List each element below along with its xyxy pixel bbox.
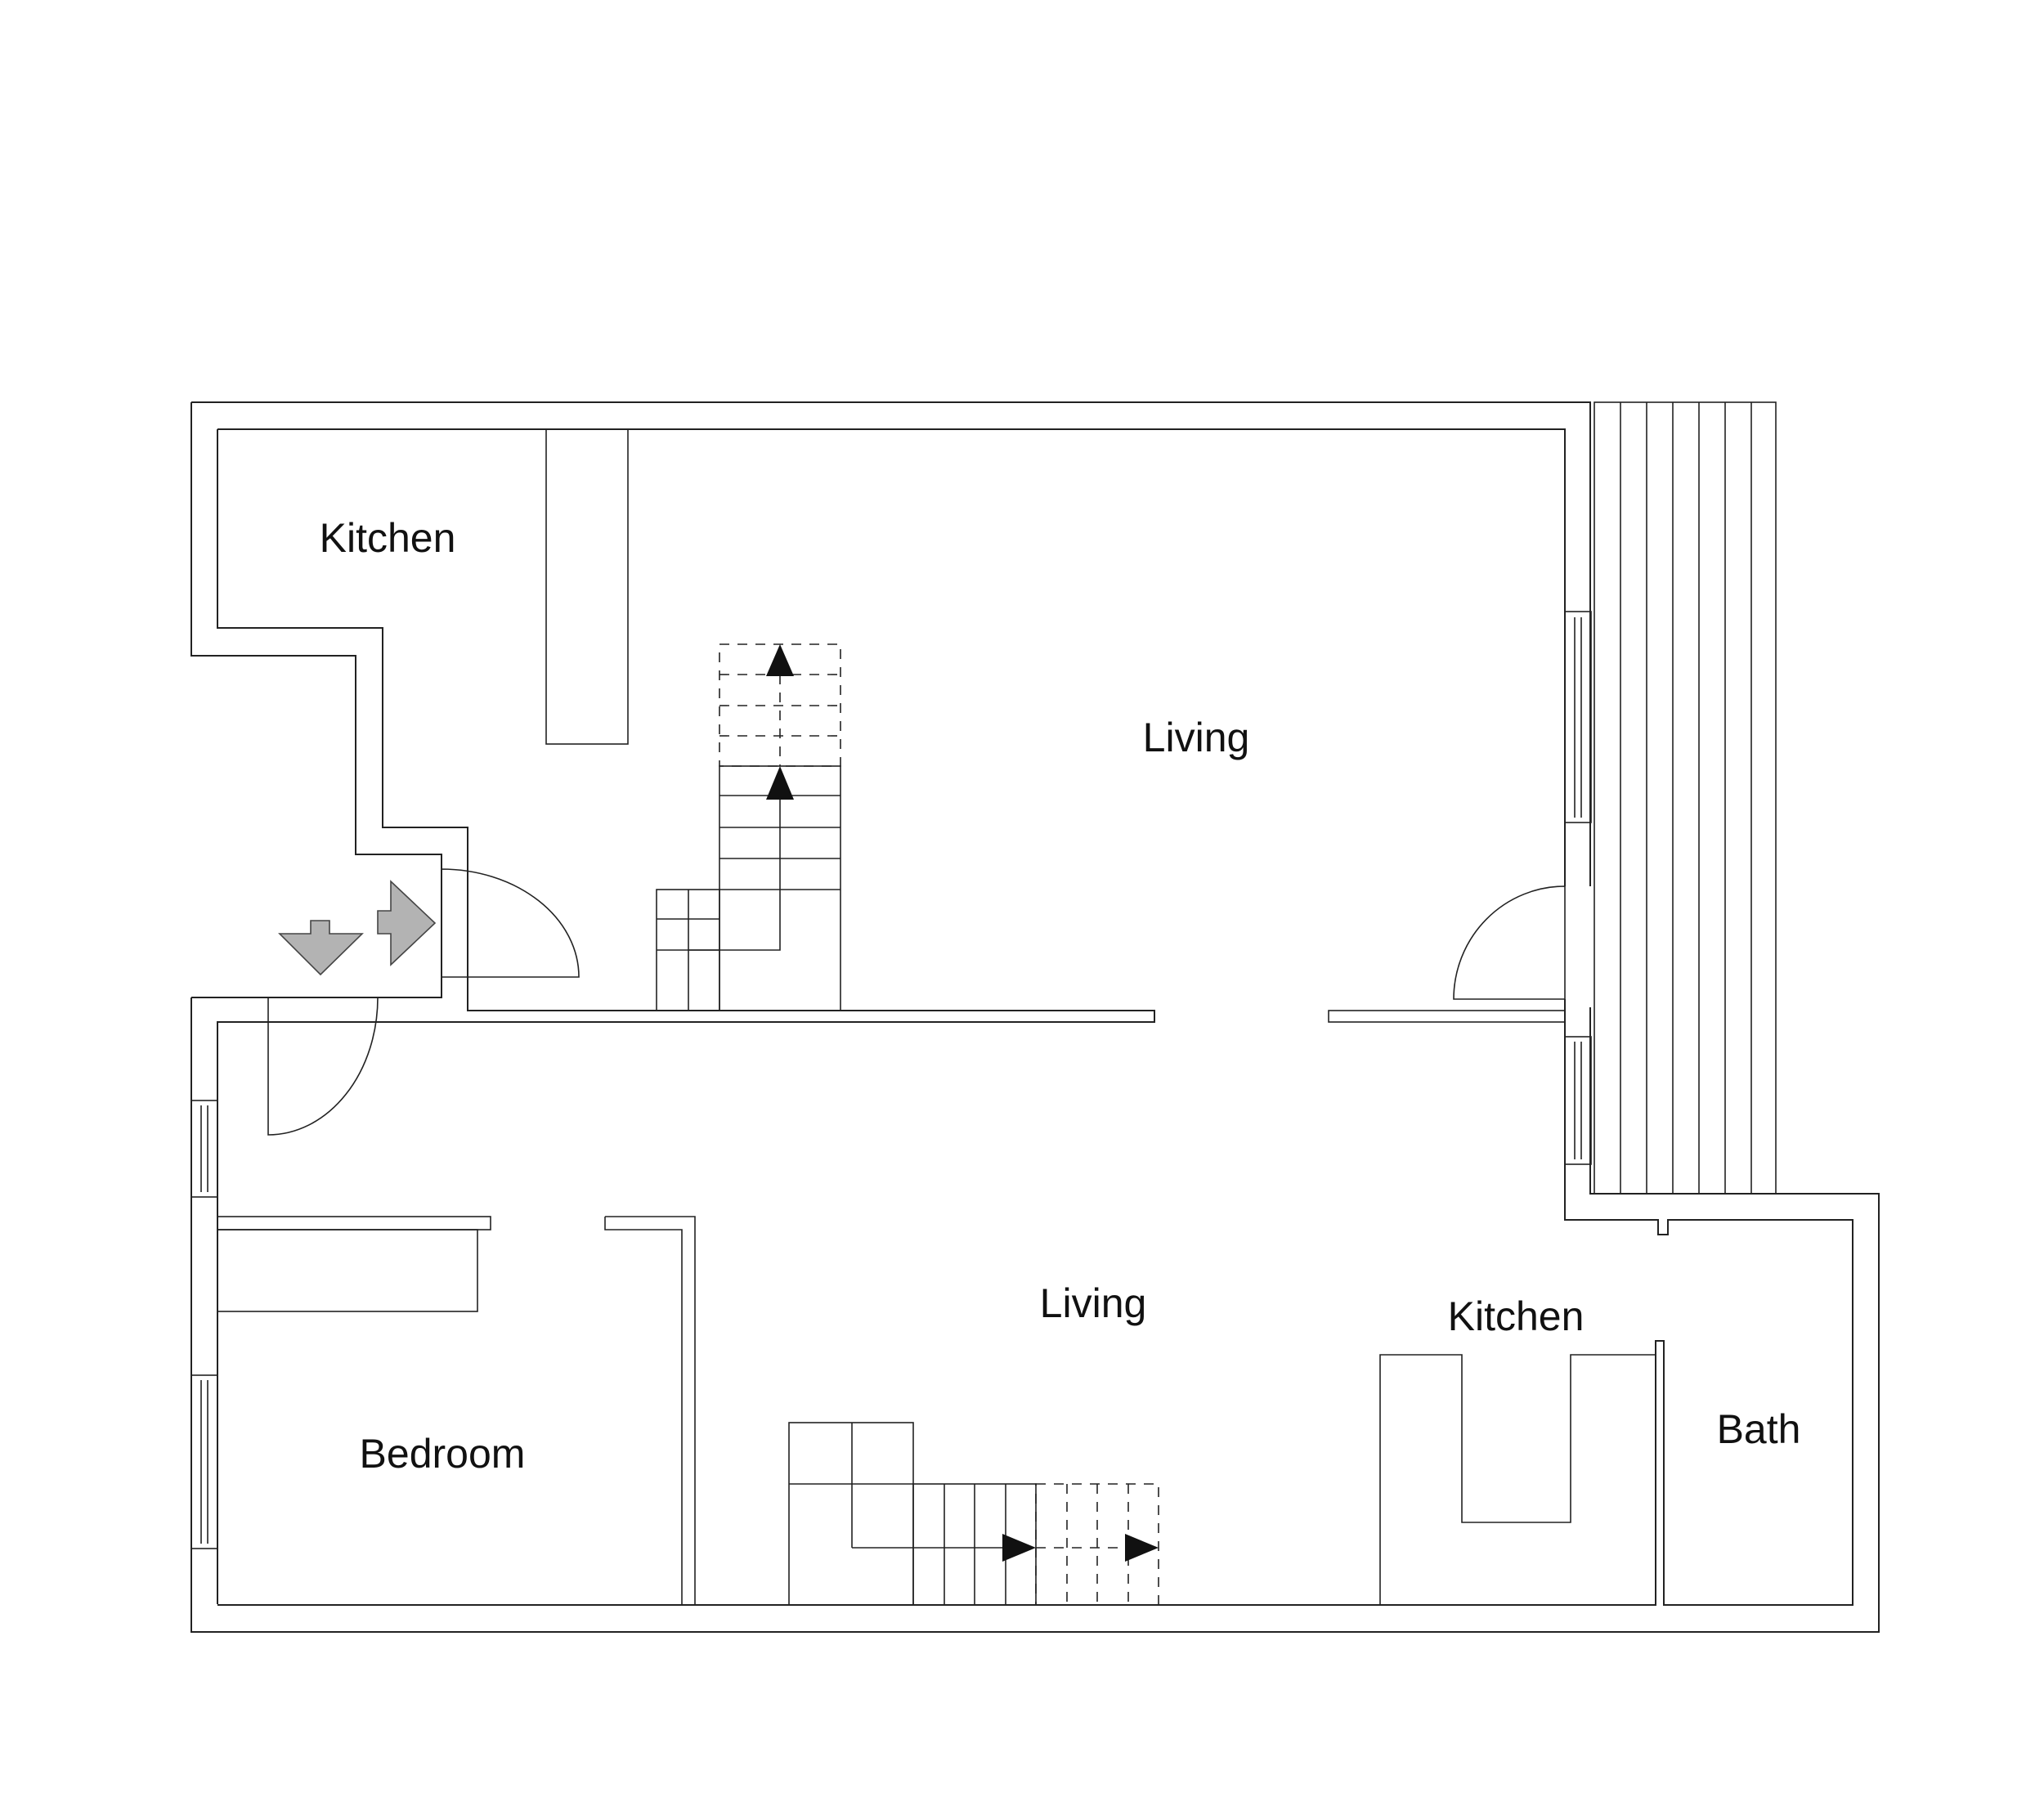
- stair-direction-arrow-icon: [1002, 1534, 1036, 1562]
- windows: [191, 611, 1592, 1549]
- entry-arrow-right-icon: [377, 880, 437, 966]
- kitchen-counter-upper: [545, 428, 629, 745]
- upper-exterior-left-outer: [191, 402, 442, 998]
- deck-outline: [1594, 401, 1777, 1195]
- kitchen-counter-lower: [1379, 1354, 1656, 1605]
- window-west-lower: [191, 1374, 218, 1549]
- deck-planks: [1594, 401, 1777, 1195]
- stair-direction-arrow-icon: [766, 766, 794, 800]
- wardrobe: [217, 1229, 478, 1312]
- living-divider-right: [1328, 1010, 1566, 1023]
- room-label-bedroom: Bedroom: [360, 1431, 526, 1477]
- window-west-upper: [191, 1100, 218, 1198]
- entry-markers: [278, 880, 437, 976]
- upper-kitchen-inner-step: [217, 429, 1155, 1604]
- staircase-upper: [656, 643, 841, 1011]
- deck-door: [1453, 885, 1566, 1000]
- stair-direction-arrow-icon: [1125, 1534, 1159, 1562]
- room-labels: Kitchen Living Living Kitchen Bedroom Ba…: [320, 515, 1801, 1477]
- entry-door: [441, 868, 580, 978]
- bedroom-wall-top-left: [217, 1216, 491, 1230]
- doors: [267, 868, 1566, 1136]
- upper-exterior-inner: [217, 428, 1853, 1606]
- stair-landing: [788, 1422, 914, 1606]
- window-east-lower: [1564, 1036, 1592, 1165]
- bedroom-wall-right: [604, 1216, 696, 1605]
- room-label-living-lower: Living: [1040, 1280, 1147, 1326]
- entry-arrow-down-icon: [278, 920, 364, 976]
- interior-partitions: [217, 428, 1656, 1605]
- room-label-kitchen-upper: Kitchen: [320, 515, 456, 561]
- window-east-upper: [1564, 611, 1592, 823]
- bedroom-door: [267, 997, 379, 1136]
- living-divider-left: [468, 1010, 1155, 1022]
- exterior-walls: [191, 401, 1880, 1633]
- room-label-bath: Bath: [1717, 1406, 1801, 1452]
- room-label-kitchen-lower: Kitchen: [1448, 1293, 1585, 1339]
- room-label-living-upper: Living: [1143, 715, 1250, 760]
- staircase-lower: [788, 1422, 1159, 1606]
- stair-direction-arrow-icon: [766, 644, 794, 676]
- stair-walk-line: [688, 785, 781, 951]
